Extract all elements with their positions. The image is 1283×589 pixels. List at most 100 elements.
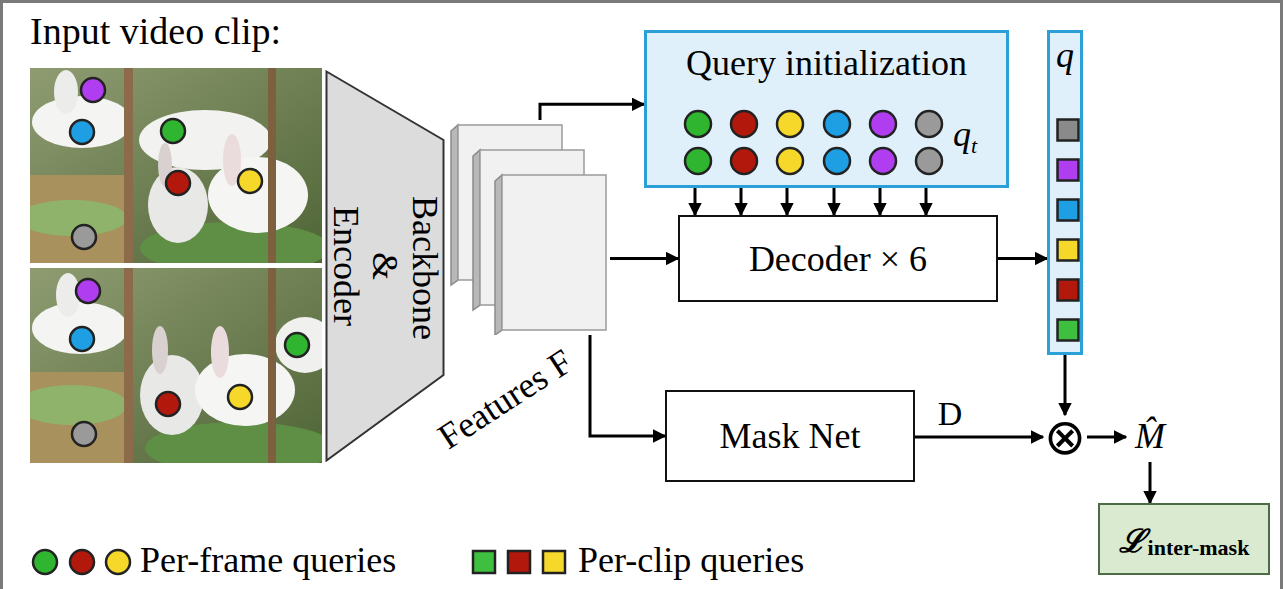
query-square bbox=[1058, 200, 1079, 221]
node-text: Query initialization bbox=[647, 43, 1006, 84]
node-text: Mask Net bbox=[720, 415, 861, 457]
query-dot bbox=[731, 111, 757, 137]
feature-map-side bbox=[495, 175, 502, 335]
fence-post bbox=[124, 268, 133, 463]
query-dot bbox=[76, 279, 100, 303]
legend-circle bbox=[33, 550, 57, 574]
query-dot bbox=[824, 148, 850, 174]
feature-map-side bbox=[451, 125, 458, 285]
node-text: q bbox=[1056, 35, 1074, 76]
node-text: inter-mask bbox=[1148, 535, 1250, 561]
rabbit-ear bbox=[152, 326, 168, 374]
subscript-label: t bbox=[971, 133, 977, 158]
edge-label: M̂ bbox=[1133, 416, 1167, 457]
variable-label: q bbox=[953, 114, 971, 154]
node-text: ℒ bbox=[1119, 518, 1146, 561]
legend-circle bbox=[106, 550, 130, 574]
multiply-operator: ⊗ bbox=[1043, 415, 1087, 459]
connector-line bbox=[1087, 436, 1126, 439]
legend-entry: Per-frame queries bbox=[140, 540, 396, 581]
query-dot bbox=[156, 392, 180, 416]
query-dot bbox=[824, 111, 850, 137]
video-frame bbox=[30, 268, 322, 463]
figure-label: Input video clip: bbox=[30, 10, 281, 54]
query-square bbox=[1058, 160, 1079, 181]
node-text: Backbone & Encoder bbox=[326, 196, 445, 336]
rabbit bbox=[140, 355, 204, 435]
legend-text: Per-clip queries bbox=[578, 540, 804, 580]
query-dot bbox=[81, 78, 105, 102]
query-dot bbox=[777, 111, 803, 137]
query-dot bbox=[238, 169, 262, 193]
trapezoid-shape bbox=[327, 72, 444, 461]
connector bbox=[610, 258, 678, 259]
query-dot bbox=[777, 148, 803, 174]
legend-square bbox=[473, 551, 495, 573]
query-dot bbox=[161, 119, 185, 143]
connector bbox=[590, 335, 665, 436]
subscript-label: t bbox=[971, 133, 977, 158]
query-dot bbox=[916, 148, 942, 174]
query-dot bbox=[870, 111, 896, 137]
query-column: q bbox=[1047, 30, 1083, 355]
connector bbox=[998, 258, 1047, 259]
query-dot bbox=[70, 120, 94, 144]
query-dot bbox=[685, 148, 711, 174]
query-square bbox=[1058, 280, 1079, 301]
connector-line bbox=[610, 257, 678, 260]
query-square bbox=[1058, 120, 1079, 141]
connector bbox=[1065, 355, 1066, 415]
rabbit bbox=[275, 317, 322, 373]
connector-line bbox=[540, 104, 644, 120]
decoder-box: Decoder × 6 bbox=[678, 215, 998, 302]
node-text: Features F bbox=[431, 341, 580, 458]
legend-text: Per-frame queries bbox=[140, 540, 396, 580]
connector-line bbox=[998, 257, 1047, 260]
legend-circle bbox=[70, 550, 94, 574]
query-dot bbox=[685, 111, 711, 137]
query-init-box: Query initialization bbox=[644, 30, 1009, 188]
mask-net-box: Mask Net bbox=[665, 390, 915, 482]
rabbit bbox=[195, 354, 295, 426]
rabbit bbox=[148, 167, 208, 243]
edge-label: D bbox=[936, 394, 965, 433]
query-dot bbox=[72, 422, 96, 446]
query-dot bbox=[70, 327, 94, 351]
query-dot bbox=[72, 225, 96, 249]
legend-entry: Per-clip queries bbox=[578, 540, 804, 581]
encoder-trapezoid: Backbone & Encoder bbox=[325, 70, 445, 462]
rabbit bbox=[32, 96, 132, 148]
edge-label-text: D bbox=[936, 395, 965, 432]
loss-box: ℒinter-mask bbox=[1098, 503, 1270, 575]
per-clip-queries bbox=[1050, 33, 1086, 358]
query-dot bbox=[916, 111, 942, 137]
feature-map bbox=[502, 175, 606, 330]
leaves bbox=[30, 385, 127, 425]
node-text: Decoder × 6 bbox=[749, 238, 927, 280]
fence-post bbox=[124, 68, 133, 263]
connector-line bbox=[1064, 355, 1067, 415]
query-dots bbox=[70, 78, 309, 446]
connector bbox=[540, 104, 644, 120]
variable-label: q bbox=[953, 114, 971, 155]
query-square bbox=[1058, 320, 1079, 341]
feature-stack: Features F bbox=[450, 120, 610, 335]
node-text: ⊗ bbox=[1044, 412, 1086, 462]
rabbit bbox=[32, 302, 128, 354]
query-square bbox=[1058, 240, 1079, 261]
figure-label: Input video clip: bbox=[30, 10, 281, 52]
connector-line bbox=[590, 335, 665, 436]
fence-post bbox=[268, 268, 276, 463]
legend-square bbox=[508, 551, 530, 573]
rabbit-ear bbox=[211, 326, 229, 378]
connector bbox=[915, 437, 1043, 438]
connector-line bbox=[915, 436, 1043, 439]
video-frame bbox=[30, 68, 322, 263]
feature-maps bbox=[450, 120, 610, 335]
legend-square bbox=[543, 551, 565, 573]
rabbit-ear bbox=[54, 70, 78, 114]
connector-line bbox=[1149, 462, 1152, 503]
